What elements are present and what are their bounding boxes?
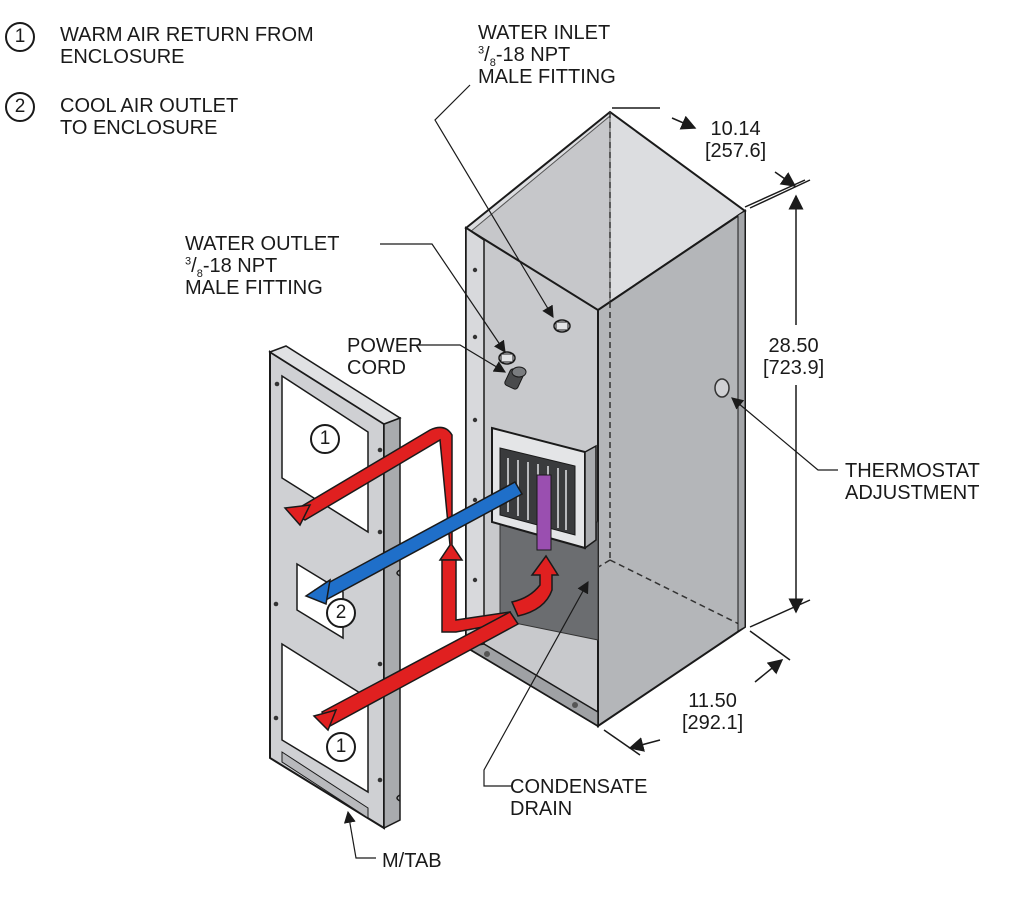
- panel-marker-warm-return-lower: 1: [326, 732, 356, 762]
- condensate-drain-label: CONDENSATE DRAIN: [510, 776, 648, 820]
- legend-marker-2: 2: [5, 92, 35, 122]
- thermostat-knob: [714, 378, 730, 398]
- water-inlet-fitting-icon: [553, 319, 571, 333]
- panel-marker-cool-outlet: 2: [326, 598, 356, 628]
- cabinet: [463, 110, 747, 728]
- thermostat-label: THERMOSTAT ADJUSTMENT: [845, 460, 980, 504]
- width-dimension: 11.50 [292.1]: [682, 690, 744, 734]
- leader-lines: [343, 84, 838, 859]
- warm-air-arrow-rising: [510, 554, 560, 617]
- water-outlet-fitting-icon: [498, 351, 516, 365]
- water-outlet-label: WATER OUTLET 3/8-18 NPT MALE FITTING: [185, 233, 340, 299]
- cool-air-arrow: [304, 480, 524, 606]
- legend-item-2: COOL AIR OUTLET TO ENCLOSURE: [60, 95, 239, 139]
- dimension-lines: [603, 107, 811, 756]
- mtab-label: M/TAB: [382, 850, 442, 872]
- height-dimension: 28.50 [723.9]: [763, 335, 825, 379]
- panel-marker-warm-return-upper: 1: [310, 424, 340, 454]
- internal-air-arrow: [536, 474, 552, 551]
- water-inlet-label: WATER INLET 3/8-18 NPT MALE FITTING: [478, 22, 616, 88]
- depth-dimension: 10.14 [257.6]: [705, 118, 767, 162]
- warm-air-arrow-lower: [312, 611, 520, 732]
- power-cord-icon: [504, 366, 527, 390]
- legend-marker-1: 1: [5, 22, 35, 52]
- legend-item-1: WARM AIR RETURN FROM ENCLOSURE: [60, 24, 314, 68]
- warm-air-arrow-upper: [283, 426, 464, 561]
- power-cord-label: POWER CORD: [347, 335, 423, 379]
- fittings: [498, 319, 571, 390]
